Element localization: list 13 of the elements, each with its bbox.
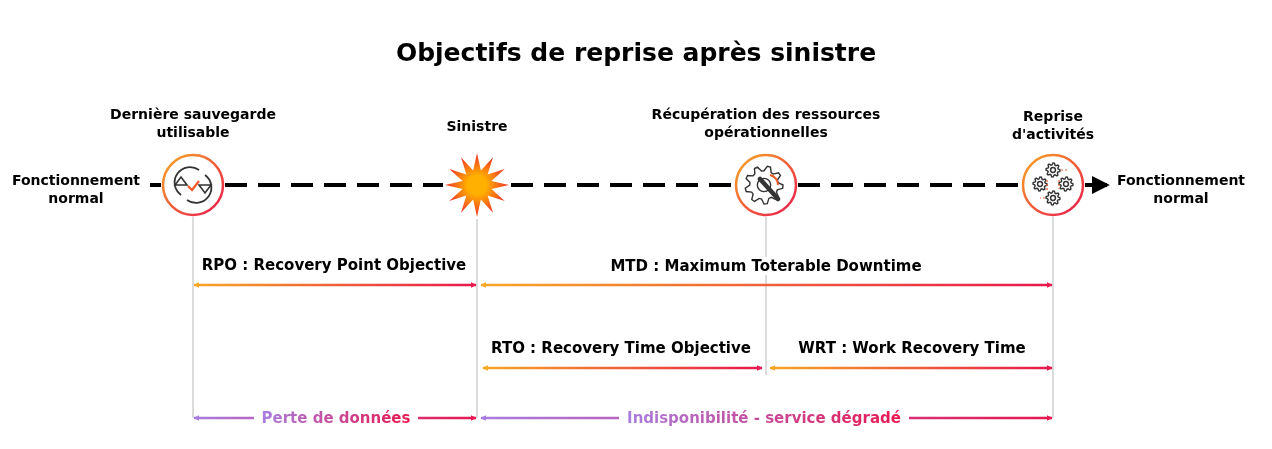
span-caption: Indisponibilité - service dégradé [619,409,909,427]
milestone-label: Récupération des ressources opérationnelles [650,105,882,141]
milestone-label: Dernière sauvegarde utilisable [109,105,277,141]
state-label: Fonctionnement normal [1106,171,1256,207]
timeline-arrow [1085,176,1110,194]
state-label: Fonctionnement normal [1,171,151,207]
timeline-line [150,183,161,187]
timeline-line [798,183,1021,187]
milestone-label: Sinistre [445,117,509,135]
title: Objectifs de reprise après sinistre [394,38,878,67]
milestone-label: Reprise d'activités [1011,107,1095,143]
timeline-line [511,183,734,187]
timeline-line [225,183,443,187]
